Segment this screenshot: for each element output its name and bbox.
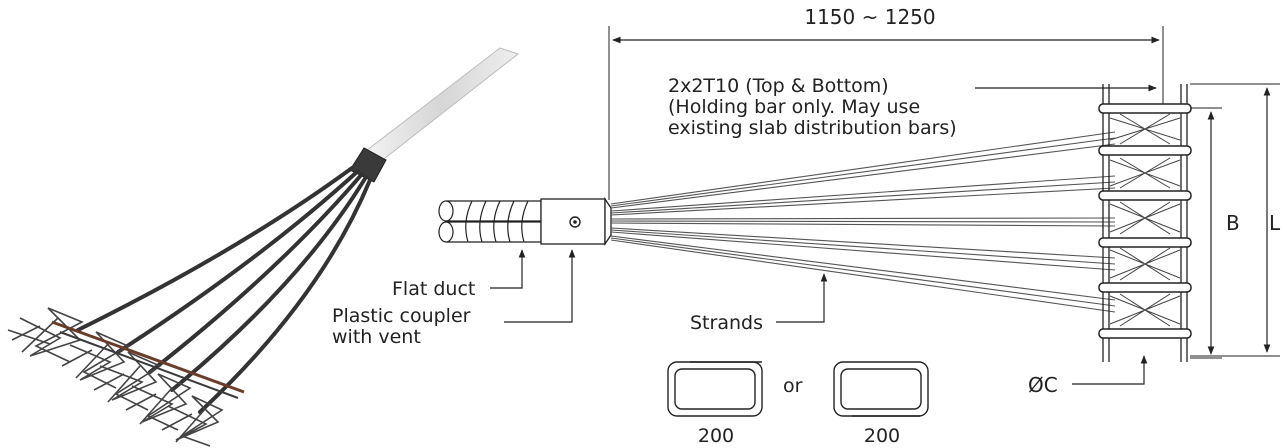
or-label: or (783, 375, 803, 397)
photo-rod-upper (51, 320, 245, 394)
plastic-coupler (540, 196, 612, 247)
stirrup-option-2 (833, 361, 929, 417)
flat-duct-leader (490, 249, 526, 289)
plastic-coupler-label-line1: Plastic coupler (332, 305, 471, 327)
flat-duct-label: Flat duct (392, 278, 475, 300)
dimension-b-label: B (1226, 211, 1240, 235)
holding-bar-label-line3: existing slab distribution bars) (668, 117, 957, 139)
dimension-l-label: L (1269, 211, 1281, 235)
duct-coupler (349, 147, 387, 183)
dia-c-label: ØC (1028, 373, 1058, 397)
holding-bar-label-line2: (Holding bar only. May use (668, 96, 920, 118)
holding-bar-label-line1: 2x2T10 (Top & Bottom) (668, 75, 889, 97)
spiral-cages (7, 307, 224, 447)
stirrup-option-1 (667, 361, 763, 417)
anchorage-cage (1098, 84, 1192, 362)
plastic-coupler-leader (504, 249, 576, 323)
photo-rod-lower (59, 331, 239, 399)
technical-drawing: 1150 ~ 1250 2x2T10 (Top & Bottom) (Holdi… (332, 5, 1281, 447)
stirrup-1-size: 200 (698, 425, 734, 447)
dia-c-leader (1072, 355, 1148, 385)
anchorage-photo (7, 47, 520, 447)
strands-label: Strands (690, 312, 763, 334)
strands-leader (776, 273, 828, 323)
overall-length-label: 1150 ~ 1250 (804, 5, 935, 29)
flat-duct (438, 200, 542, 243)
photo-strands (76, 166, 372, 414)
strands (610, 131, 1116, 313)
taped-duct (361, 47, 520, 163)
plastic-coupler-label-line2: with vent (332, 326, 421, 348)
stirrup-2-size: 200 (864, 425, 900, 447)
